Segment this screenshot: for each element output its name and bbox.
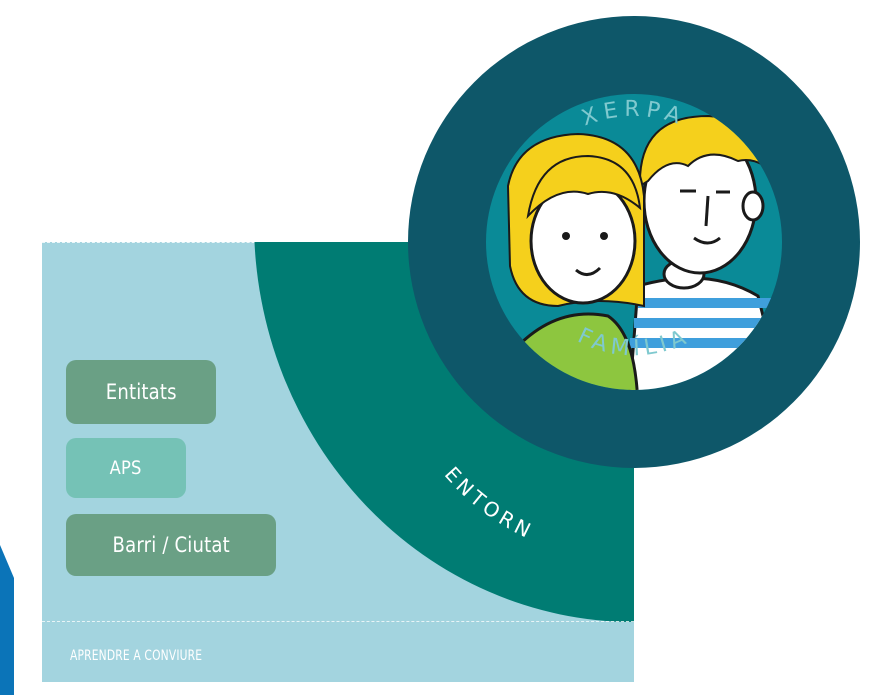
logo-graphic: XERPA FAMÍLIA bbox=[486, 94, 782, 390]
entorn-label-path: ENTORN bbox=[440, 462, 534, 544]
family-illustration-icon bbox=[506, 114, 782, 390]
footer-divider bbox=[42, 621, 634, 622]
footer-label: APRENDRE A CONVIURE bbox=[70, 648, 203, 664]
entitats-button[interactable]: Entitats bbox=[66, 360, 216, 424]
left-edge-strip bbox=[0, 545, 14, 695]
entorn-label: ENTORN bbox=[440, 462, 538, 544]
barri-ciutat-button[interactable]: Barri / Ciutat bbox=[66, 514, 276, 576]
xerpa-familia-logo: XERPA FAMÍLIA bbox=[408, 16, 860, 468]
entitats-button-label: Entitats bbox=[105, 380, 177, 404]
aps-button[interactable]: APS bbox=[66, 438, 186, 498]
aps-button-label: APS bbox=[110, 457, 142, 479]
barri-ciutat-button-label: Barri / Ciutat bbox=[112, 533, 230, 557]
